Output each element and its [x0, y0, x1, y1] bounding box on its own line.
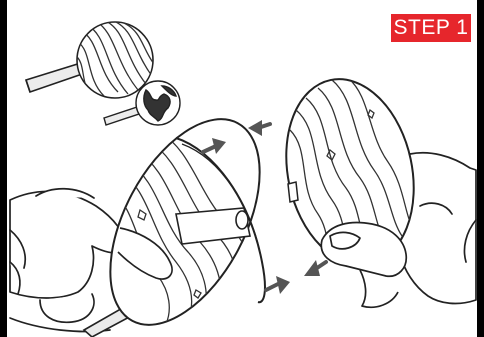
right-thumb [321, 223, 406, 308]
wooden-ball-on-stick-icon [26, 20, 154, 98]
step-badge: STEP 1 [391, 14, 471, 42]
